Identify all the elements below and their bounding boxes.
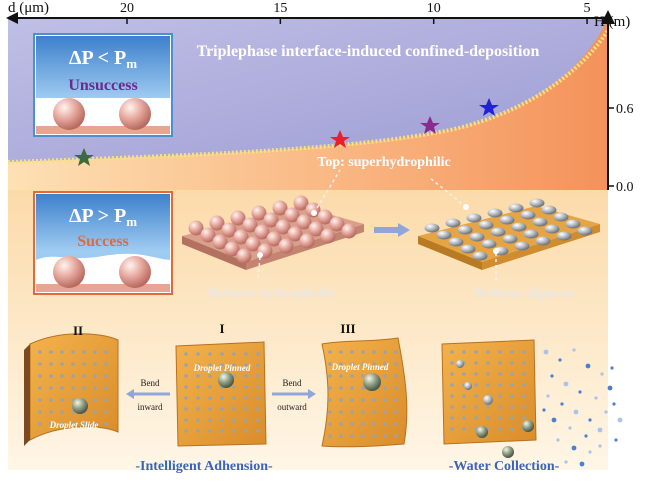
- right-axis-arrow: [601, 10, 615, 24]
- panel-ii-label: II: [73, 323, 83, 338]
- label-connectors: [257, 169, 497, 281]
- unsuccess-result: Unsuccess: [68, 77, 137, 94]
- top-tick-label: 10: [427, 1, 441, 16]
- svg-text:ΔP > Pm: ΔP > Pm: [69, 205, 137, 229]
- top-tick-label: 5: [584, 1, 591, 16]
- droplet-pinned-label: Droplet Pinned: [193, 363, 251, 373]
- bend-inward-text2: inward: [138, 402, 163, 412]
- unsuccess-condition: ΔP < P: [69, 47, 126, 69]
- marker-dot: [493, 248, 499, 254]
- bottom-left-label: Bottom: hydrophobic: [208, 286, 336, 301]
- svg-text:ΔP < Pm: ΔP < Pm: [69, 47, 137, 71]
- success-result: Success: [77, 233, 129, 250]
- banner-title: Triplephase interface-induced confined-d…: [197, 43, 540, 60]
- droplet-slide-label: Droplet Slide: [49, 420, 99, 430]
- caption-right: -Water Collection-: [449, 459, 560, 474]
- marker-dot: [311, 210, 317, 216]
- top-tick-label: 20: [120, 1, 134, 16]
- right-axis-ticks: 0.6 0.0: [608, 102, 634, 195]
- sliding-droplet: [72, 398, 88, 414]
- right-tick-label: 0.0: [616, 180, 634, 195]
- top-tick-label: 15: [273, 1, 287, 16]
- success-subscript: m: [126, 214, 137, 229]
- panel-i: I Droplet Pinned: [175, 321, 267, 447]
- marker-dot: [257, 252, 263, 258]
- panel-i-label: I: [219, 321, 224, 336]
- right-axis-label: H (m): [594, 14, 630, 30]
- red-star: [330, 130, 350, 148]
- bend-outward-arrowhead: [308, 389, 316, 399]
- unsuccess-box: ΔP < Pm Unsuccess: [33, 33, 173, 137]
- top-axis-label: d (μm): [8, 0, 49, 16]
- bend-outward-text1: Bend: [283, 378, 302, 388]
- marker-dot: [463, 204, 469, 210]
- success-box: ΔP > Pm Success: [33, 191, 173, 295]
- unsuccess-subscript: m: [126, 56, 137, 71]
- panel-ii: II Droplet Slide: [24, 323, 119, 446]
- droplet-pinned-bent-label: Droplet Pinned: [331, 362, 389, 372]
- top-axis-arrow: [6, 12, 18, 24]
- threshold-curve: [7, 28, 610, 164]
- water-collection-panel: [441, 339, 623, 467]
- caption-left: -Intelligent Adhension-: [135, 459, 273, 474]
- purple-star: [420, 116, 440, 134]
- top-axis-ticks: 20 15 10 5: [120, 1, 591, 24]
- panel-iii-label: III: [340, 321, 355, 336]
- top-label: Top: superhydrophilic: [317, 155, 450, 170]
- bend-inward-arrowhead: [126, 389, 134, 399]
- bottom-right-label: Bottom: slippery: [474, 286, 575, 301]
- success-condition: ΔP > P: [69, 205, 126, 227]
- panel-iii: III Droplet Pinned: [321, 321, 408, 448]
- slippery-substrate: [418, 198, 600, 270]
- pinned-droplet: [218, 372, 234, 388]
- green-star: [74, 148, 94, 166]
- process-arrowhead: [398, 223, 410, 237]
- bend-inward-text1: Bend: [141, 378, 160, 388]
- blue-star: [479, 98, 499, 116]
- bend-outward-text2: outward: [277, 402, 307, 412]
- right-tick-label: 0.6: [616, 102, 634, 117]
- pinned-droplet-bent: [363, 373, 381, 391]
- hydrophobic-substrate: [182, 195, 364, 270]
